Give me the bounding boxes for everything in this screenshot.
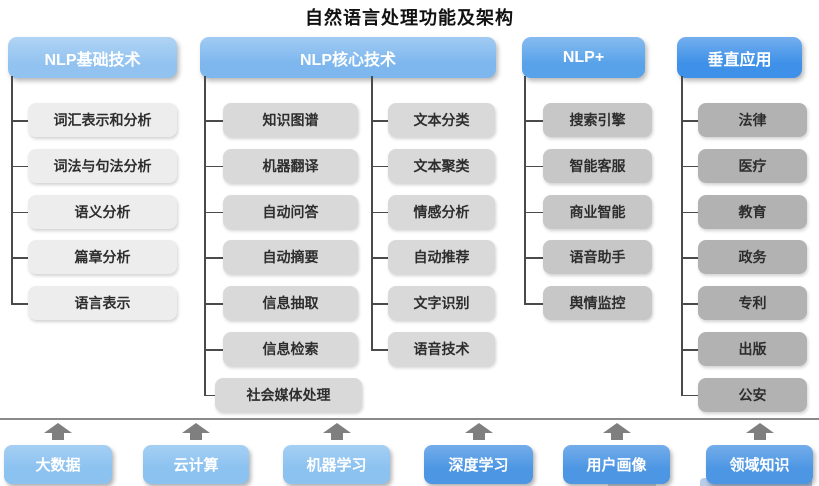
connector-branch — [371, 349, 388, 351]
connector-branch — [204, 165, 223, 168]
foundation-box: 机器学习 — [283, 445, 390, 484]
column-header: NLP核心技术 — [200, 37, 496, 78]
node-box: 信息抽取 — [223, 286, 358, 321]
node-box: 公安 — [698, 377, 807, 412]
foundation-box: 云计算 — [143, 445, 249, 484]
node-box: 词汇表示和分析 — [28, 103, 177, 137]
node-box: 语言表示 — [28, 286, 177, 321]
node-box: 词法与句法分析 — [28, 148, 177, 183]
connector-branch — [204, 349, 223, 351]
connector-branch — [371, 120, 388, 122]
column-header: NLP基础技术 — [8, 37, 177, 78]
column-header: NLP+ — [522, 37, 645, 78]
connector-trunk — [524, 76, 526, 304]
connector-branch — [371, 303, 388, 305]
node-box: 社会媒体处理 — [215, 377, 362, 412]
connector-branch — [11, 211, 28, 214]
node-box: 篇章分析 — [28, 240, 177, 275]
connector-branch — [681, 394, 698, 397]
connector-branch — [371, 257, 388, 259]
connector-branch — [681, 165, 698, 168]
connector-branch — [204, 394, 215, 397]
up-arrow-icon — [745, 423, 775, 440]
node-box: 教育 — [698, 194, 807, 229]
node-box: 搜索引擎 — [543, 103, 652, 137]
up-arrow-icon — [181, 423, 211, 440]
connector-trunk — [11, 76, 13, 304]
foundation-box: 领域知识 — [706, 445, 813, 484]
node-box: 文本聚类 — [388, 148, 495, 183]
foundation-box: 用户画像 — [563, 445, 670, 484]
up-arrow-icon — [464, 423, 494, 440]
up-arrow-icon — [43, 423, 73, 440]
foundation-box: 深度学习 — [424, 445, 533, 484]
column-header: 垂直应用 — [677, 37, 802, 78]
node-box: 法律 — [698, 103, 807, 137]
connector-branch — [524, 165, 543, 168]
node-box: 智能客服 — [543, 148, 652, 183]
connector-branch — [524, 303, 543, 305]
divider-line — [0, 418, 819, 420]
connector-branch — [11, 120, 28, 122]
connector-trunk — [681, 76, 683, 395]
node-box: 商业智能 — [543, 194, 652, 229]
connector-branch — [681, 211, 698, 214]
node-box: 语音助手 — [543, 240, 652, 275]
node-box: 专利 — [698, 286, 807, 321]
node-box: 情感分析 — [388, 194, 495, 229]
connector-branch — [11, 165, 28, 168]
node-box: 出版 — [698, 332, 807, 366]
node-box: 知识图谱 — [223, 103, 358, 137]
connector-branch — [11, 303, 28, 305]
node-box: 自动问答 — [223, 194, 358, 229]
node-box: 文本分类 — [388, 103, 495, 137]
node-box: 语音技术 — [388, 332, 495, 366]
connector-branch — [204, 257, 223, 259]
node-box: 舆情监控 — [543, 286, 652, 321]
node-box: 语义分析 — [28, 194, 177, 229]
connector-branch — [681, 120, 698, 122]
connector-trunk — [204, 76, 206, 395]
node-box: 信息检索 — [223, 332, 358, 366]
connector-branch — [204, 120, 223, 122]
connector-branch — [681, 303, 698, 305]
node-box: 文字识别 — [388, 286, 495, 321]
connector-branch — [681, 349, 698, 351]
connector-branch — [371, 165, 388, 168]
connector-branch — [204, 303, 223, 305]
connector-branch — [524, 257, 543, 259]
node-box: 自动推荐 — [388, 240, 495, 275]
node-box: 自动摘要 — [223, 240, 358, 275]
up-arrow-icon — [322, 423, 352, 440]
connector-branch — [204, 211, 223, 214]
node-box: 政务 — [698, 240, 807, 275]
connector-branch — [371, 211, 388, 214]
connector-branch — [681, 257, 698, 259]
node-box: 机器翻译 — [223, 148, 358, 183]
node-box: 医疗 — [698, 148, 807, 183]
connector-branch — [524, 211, 543, 214]
diagram-title: 自然语言处理功能及架构 — [305, 8, 514, 28]
foundation-box: 大数据 — [4, 445, 112, 484]
connector-branch — [524, 120, 543, 122]
up-arrow-icon — [602, 423, 632, 440]
connector-branch — [11, 257, 28, 259]
